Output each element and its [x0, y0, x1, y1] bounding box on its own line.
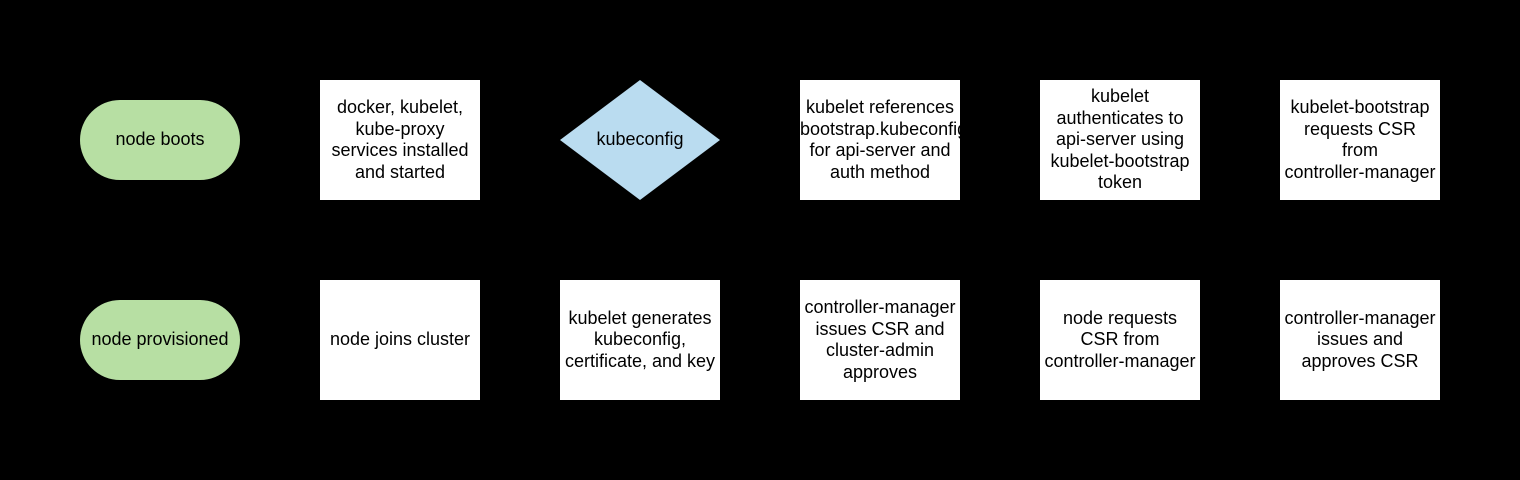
process-node-requests-csr: node requests CSR from controller-manage…: [1040, 280, 1200, 400]
process-services-installed: docker, kubelet, kube-proxy services ins…: [320, 80, 480, 200]
terminator-node-boots: node boots: [80, 100, 240, 180]
node-label: kubeconfig: [596, 129, 684, 150]
decision-kubeconfig: kubeconfig: [560, 80, 720, 200]
node-label: node provisioned: [91, 329, 229, 350]
node-label: node requests CSR from controller-manage…: [1044, 307, 1196, 371]
process-node-joins-cluster: node joins cluster: [320, 280, 480, 400]
process-kubelet-generates-kubeconfig: kubelet generates kubeconfig, certificat…: [560, 280, 720, 400]
node-label: kubelet authenticates to api-server usin…: [1050, 86, 1190, 193]
process-kubelet-references-bootstrap: kubelet references bootstrap.kubeconfig …: [800, 80, 960, 200]
node-label: node boots: [115, 129, 205, 150]
process-controller-manager-approves-csr: controller-manager issues and approves C…: [1280, 280, 1440, 400]
node-label: docker, kubelet, kube-proxy services ins…: [331, 97, 469, 182]
node-label: controller-manager issues and approves C…: [1284, 307, 1436, 371]
terminator-node-provisioned: node provisioned: [80, 300, 240, 380]
process-controller-manager-issues-csr: controller-manager issues CSR and cluste…: [800, 280, 960, 400]
node-label: controller-manager issues CSR and cluste…: [804, 297, 956, 382]
process-kubelet-bootstrap-requests-csr: kubelet-bootstrap requests CSR from cont…: [1280, 80, 1440, 200]
node-label: kubelet-bootstrap requests CSR from cont…: [1284, 97, 1436, 182]
process-kubelet-authenticates: kubelet authenticates to api-server usin…: [1040, 80, 1200, 200]
node-label: node joins cluster: [329, 329, 471, 350]
node-label: kubelet references bootstrap.kubeconfig …: [800, 97, 960, 182]
node-label: kubelet generates kubeconfig, certificat…: [564, 307, 716, 371]
